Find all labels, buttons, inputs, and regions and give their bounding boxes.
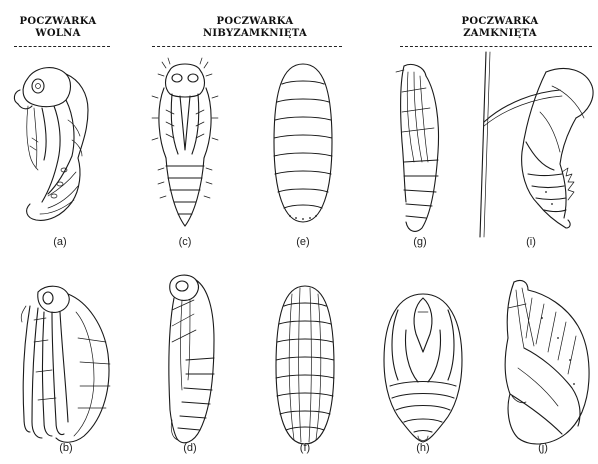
label-j: (j) <box>528 442 558 454</box>
pupa-i-drawing <box>476 52 598 237</box>
label-c: (c) <box>170 236 200 248</box>
label-f: (f) <box>290 442 320 454</box>
label-e: (e) <box>288 236 318 248</box>
pupa-c-drawing <box>150 58 220 233</box>
header-zamknieta-line1: POCZWARKA <box>445 16 555 28</box>
label-a: (a) <box>45 236 75 248</box>
header-wolna: POCZWARKA WOLNA <box>18 16 98 40</box>
header-zamknieta: POCZWARKA ZAMKNIĘTA <box>445 16 555 40</box>
label-g: (g) <box>405 236 435 248</box>
label-b: (b) <box>51 442 81 454</box>
header-wolna-line2: WOLNA <box>18 28 98 40</box>
header-zamknieta-rule <box>400 46 592 47</box>
header-wolna-line1: POCZWARKA <box>18 16 98 28</box>
header-nibyzamknieta-rule <box>152 46 342 47</box>
pupa-b-drawing <box>12 282 122 452</box>
pupa-e-drawing <box>268 62 338 227</box>
header-wolna-rule <box>14 46 110 47</box>
pupa-g-drawing <box>392 62 447 237</box>
pupa-a-drawing <box>8 60 108 230</box>
pupa-j-drawing <box>496 278 596 450</box>
pupa-f-drawing <box>270 284 340 448</box>
header-nibyzamknieta: POCZWARKA NIBYZAMKNIĘTA <box>190 16 320 40</box>
header-nibyzamknieta-line1: POCZWARKA <box>190 16 320 28</box>
label-i: (i) <box>516 236 546 248</box>
header-zamknieta-line2: ZAMKNIĘTA <box>445 28 555 40</box>
header-nibyzamknieta-line2: NIBYZAMKNIĘTA <box>190 28 320 40</box>
pupa-d-drawing <box>160 270 220 450</box>
label-h: (h) <box>408 442 438 454</box>
label-d: (d) <box>175 442 205 454</box>
pupa-h-drawing <box>378 290 468 450</box>
